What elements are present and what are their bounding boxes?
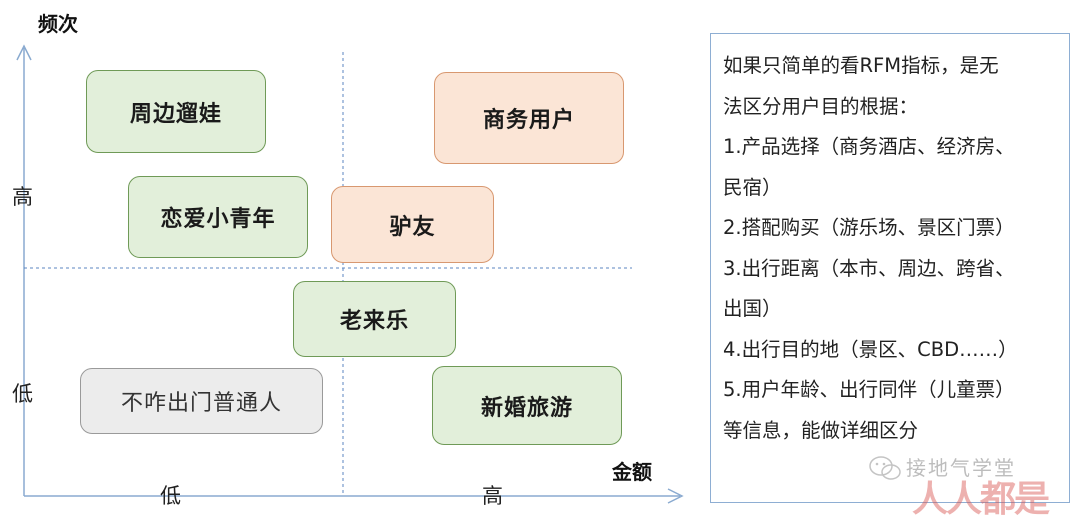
note-line: 等信息，能做详细区分 <box>723 418 919 442</box>
wechat-icon <box>869 456 901 480</box>
segment-box-shangwu: 商务用户 <box>434 72 624 164</box>
note-line: 如果只简单的看RFM指标，是无 <box>723 54 999 77</box>
segment-box-laolaile: 老来乐 <box>293 281 456 357</box>
x-axis-high-label: 高 <box>482 484 503 508</box>
note-line: 1.产品选择（商务酒店、经济房、 <box>723 135 1015 158</box>
x-axis-arrow <box>667 488 684 504</box>
watermark-logo: 人人都是 <box>912 479 1050 520</box>
axes-lines <box>16 44 684 504</box>
segment-box-lianai: 恋爱小青年 <box>128 176 308 258</box>
note-line: 法区分用户目的根据： <box>723 94 919 118</box>
y-axis-low-label: 低 <box>12 382 33 406</box>
note-line: 民宿） <box>723 175 782 199</box>
x-axis-low-label: 低 <box>160 484 181 508</box>
y-axis-title: 频次 <box>38 12 78 36</box>
watermark: 接地气学堂 人人都是 <box>868 452 1058 520</box>
note-line: 4.出行目的地（景区、CBD……） <box>723 337 1018 361</box>
y-axis-arrow <box>16 44 32 61</box>
note-line: 3.出行距离（本市、周边、跨省、 <box>723 256 1015 280</box>
note-line: 出国） <box>723 297 782 320</box>
watermark-text: 接地气学堂 <box>906 456 1016 480</box>
y-axis-high-label: 高 <box>12 185 33 209</box>
segment-box-lvyou: 驴友 <box>331 186 494 263</box>
note-line: 2.搭配购买（游乐场、景区门票） <box>723 216 1015 239</box>
segment-box-zhoubian: 周边遛娃 <box>86 70 266 153</box>
segment-box-xinhun: 新婚旅游 <box>432 366 622 445</box>
x-axis-title: 金额 <box>612 460 652 484</box>
note-line: 5.用户年龄、出行同伴（儿童票） <box>723 378 1015 401</box>
segment-box-buzha: 不咋出门普通人 <box>80 368 323 434</box>
note-panel: 如果只简单的看RFM指标，是无 法区分用户目的根据： 1.产品选择（商务酒店、经… <box>710 33 1070 503</box>
